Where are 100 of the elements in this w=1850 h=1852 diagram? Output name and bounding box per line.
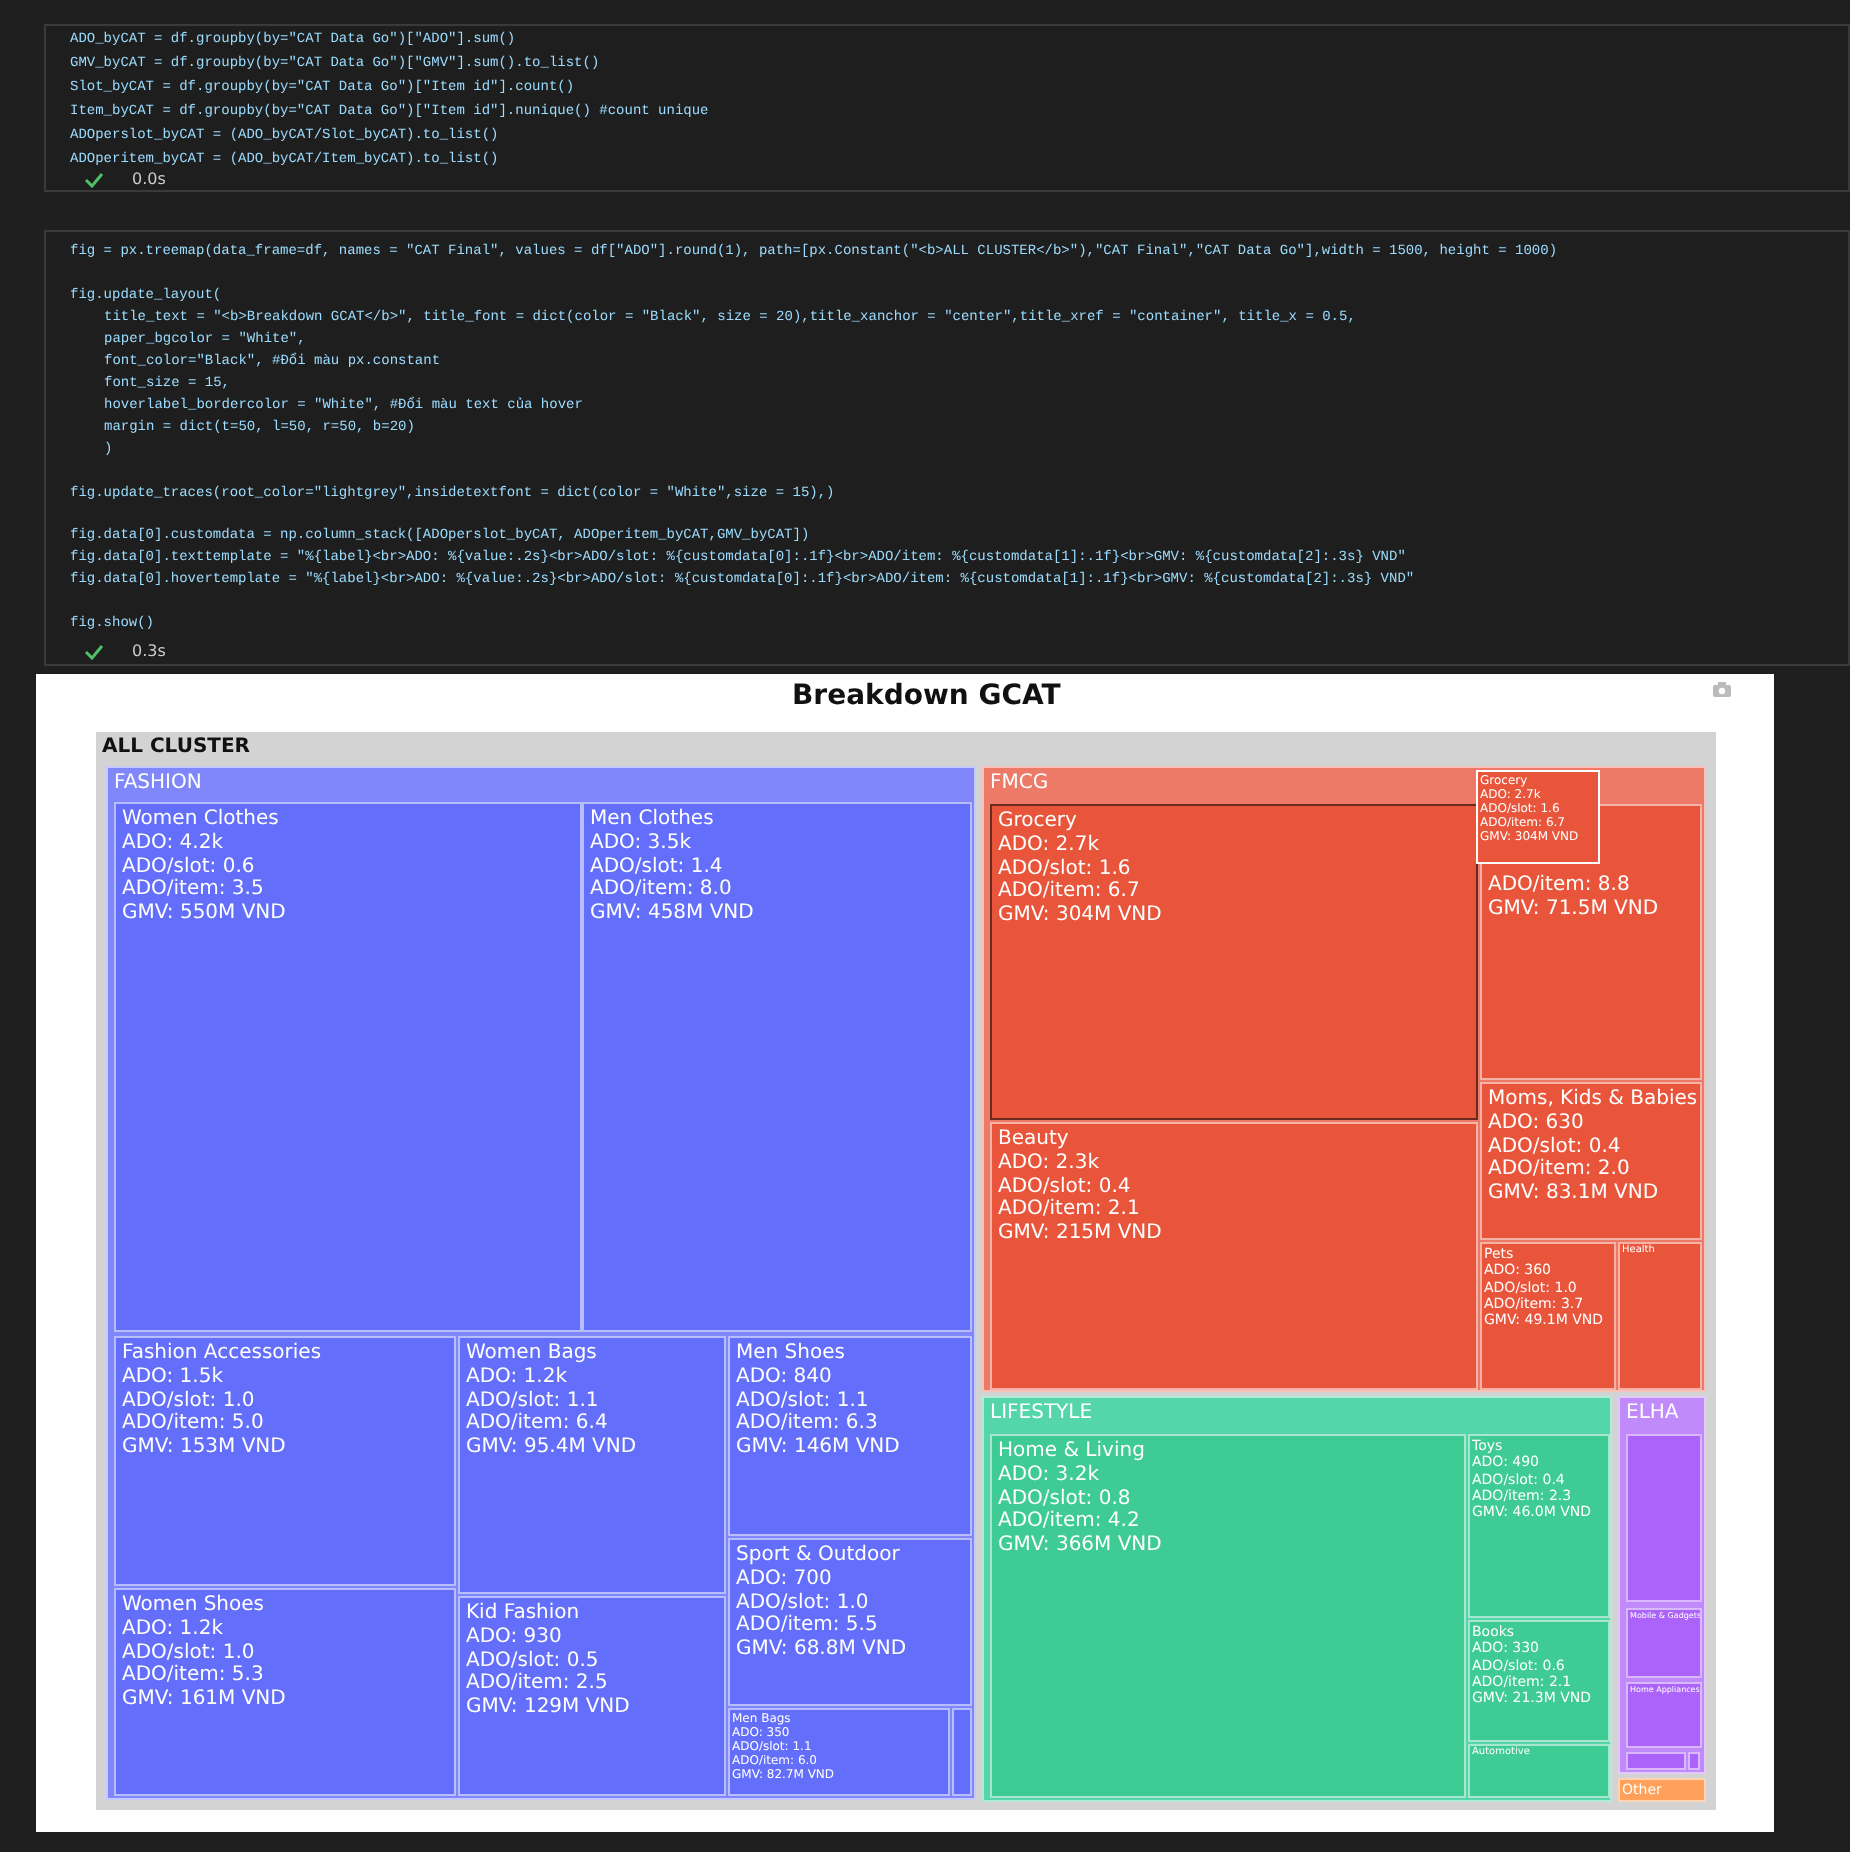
stat-line: ADO/item: 5.5 xyxy=(736,1614,878,1639)
treemap-cell xyxy=(1618,1242,1702,1390)
cell-label: LIFESTYLE xyxy=(990,1402,1093,1426)
stat-line: ADO: 1.2k xyxy=(122,1617,223,1642)
treemap-cell xyxy=(1468,1434,1610,1618)
stat-line: ADO: 2.7k xyxy=(998,833,1099,858)
cell-label: FMCG xyxy=(990,772,1049,796)
run-time-text: 0.0s xyxy=(132,170,166,190)
stat-line: ADO/item: 5.3 xyxy=(122,1664,264,1689)
treemap-cell xyxy=(1626,1752,1686,1770)
stat-line: ADO/slot: 0.5 xyxy=(466,1649,599,1672)
cell-label: ELHA xyxy=(1626,1402,1679,1426)
treemap-cell xyxy=(990,804,1478,1120)
stat-line: ADO/slot: 1.1 xyxy=(466,1389,599,1412)
cell-label: Women Clothes xyxy=(122,808,279,832)
stat-line: ADO/slot: 0.6 xyxy=(122,855,255,878)
treemap-cell xyxy=(952,1708,972,1796)
cell-label: FASHION xyxy=(114,772,202,796)
stat-line: GMV: 215M VND xyxy=(998,1222,1162,1246)
stat-line: ADO/slot: 0.4 xyxy=(998,1175,1131,1198)
treemap-group xyxy=(982,766,1706,1392)
chart-title: Breakdown GCAT xyxy=(792,680,1061,712)
treemap-cell xyxy=(1480,1082,1702,1240)
treemap-cell xyxy=(728,1538,972,1706)
stat-line: GMV: 304M VND xyxy=(998,904,1162,928)
stat-line: ADO: 700 xyxy=(736,1567,832,1592)
treemap-cell xyxy=(1468,1620,1610,1742)
stat-line: ADO/slot: 1.1 xyxy=(736,1389,869,1412)
treemap-cell xyxy=(114,1588,456,1796)
stat-line: GMV: 71.5M VND xyxy=(1488,897,1659,922)
stat-line: GMV: 550M VND xyxy=(122,902,286,926)
stat-line: ADO/item: 2.1 xyxy=(998,1198,1140,1223)
stat-line: ADO/slot: 1.0 xyxy=(122,1641,255,1664)
stat-line: GMV: 153M VND xyxy=(122,1436,286,1460)
treemap-cell xyxy=(1468,1744,1610,1798)
cell-label: Home & Living xyxy=(998,1440,1145,1464)
cell-label: Women Shoes xyxy=(122,1594,264,1618)
stat-line: ADO: 1.2k xyxy=(466,1365,567,1390)
cell-label: Men Clothes xyxy=(590,808,714,832)
cell-label: Beauty xyxy=(998,1128,1069,1152)
treemap-cell xyxy=(1480,1242,1616,1390)
treemap-cell xyxy=(1626,1682,1702,1748)
stat-line: GMV: 458M VND xyxy=(590,902,754,926)
cell-label: Kid Fashion xyxy=(466,1602,580,1626)
stat-line: GMV: 68.8M VND xyxy=(736,1638,907,1662)
stat-line: ADO/slot: 0.8 xyxy=(998,1487,1131,1510)
treemap-cell xyxy=(728,1336,972,1536)
stat-line: ADO/item: 6.3 xyxy=(736,1412,878,1437)
stat-line: ADO/slot: 0.4 xyxy=(1488,1135,1621,1158)
cell-label: Sport & Outdoor xyxy=(736,1544,900,1568)
treemap-group xyxy=(982,1396,1612,1802)
stat-line: ADO/slot: 1.4 xyxy=(590,855,723,878)
treemap-cell xyxy=(458,1596,726,1796)
stat-line: ADO/item: 6.4 xyxy=(466,1412,608,1437)
treemap-cell xyxy=(582,802,972,1332)
stat-line: ADO/item: 4.2 xyxy=(998,1510,1140,1535)
stat-line: GMV: 161M VND xyxy=(122,1688,286,1712)
cell-label: Moms, Kids & Babies xyxy=(1488,1088,1698,1112)
cell-label: ADO/item: 8.8 xyxy=(1488,874,1630,898)
stat-line: ADO: 840 xyxy=(736,1365,832,1390)
stat-line: ADO/item: 2.5 xyxy=(466,1672,608,1697)
treemap-cell xyxy=(114,1336,456,1586)
cell-label: Men Shoes xyxy=(736,1342,845,1366)
stat-line: ADO/slot: 1.0 xyxy=(122,1389,255,1412)
treemap-cell xyxy=(1626,1434,1702,1602)
stat-line: ADO: 3.5k xyxy=(590,831,691,856)
stat-line: ADO/slot: 1.6 xyxy=(998,857,1131,880)
cell-label: Grocery xyxy=(998,810,1077,834)
treemap-cell xyxy=(1626,1608,1702,1678)
stat-line: ADO: 2.3k xyxy=(998,1151,1099,1176)
treemap-group xyxy=(96,732,1716,1810)
stat-line: ADO: 930 xyxy=(466,1625,562,1650)
treemap-cell xyxy=(990,1122,1478,1390)
run-time-text: 0.3s xyxy=(132,642,166,662)
treemap-cell xyxy=(1618,1778,1706,1802)
cell-label: Fashion Accessories xyxy=(122,1342,322,1366)
treemap-cell xyxy=(728,1708,950,1796)
stat-line: ADO/item: 8.0 xyxy=(590,878,732,903)
stat-line: ADO: 630 xyxy=(1488,1111,1584,1136)
stat-line: ADO/item: 6.7 xyxy=(998,880,1140,905)
stat-line: ADO/item: 3.5 xyxy=(122,878,264,903)
treemap-group xyxy=(106,766,976,1800)
stat-line: GMV: 366M VND xyxy=(998,1534,1162,1558)
treemap-cell xyxy=(990,1434,1466,1798)
cell-label: Women Bags xyxy=(466,1342,597,1366)
stat-line: ADO: 4.2k xyxy=(122,831,223,856)
stat-line: ADO/slot: 1.0 xyxy=(736,1591,869,1614)
treemap-cell xyxy=(114,802,582,1332)
treemap-cell xyxy=(1688,1752,1700,1770)
stat-line: ADO: 1.5k xyxy=(122,1365,223,1390)
stat-line: ADO/item: 5.0 xyxy=(122,1412,264,1437)
stat-line: ADO: 3.2k xyxy=(998,1463,1099,1488)
hover-tooltip xyxy=(1476,770,1600,864)
stat-line: GMV: 95.4M VND xyxy=(466,1436,637,1460)
treemap-cell xyxy=(1480,804,1702,1080)
stat-line: GMV: 129M VND xyxy=(466,1696,630,1720)
stat-line: GMV: 146M VND xyxy=(736,1436,900,1460)
cell-label: ALL CLUSTER xyxy=(102,736,250,760)
stat-line: ADO/item: 2.0 xyxy=(1488,1158,1630,1183)
stat-line: GMV: 83.1M VND xyxy=(1488,1182,1659,1206)
